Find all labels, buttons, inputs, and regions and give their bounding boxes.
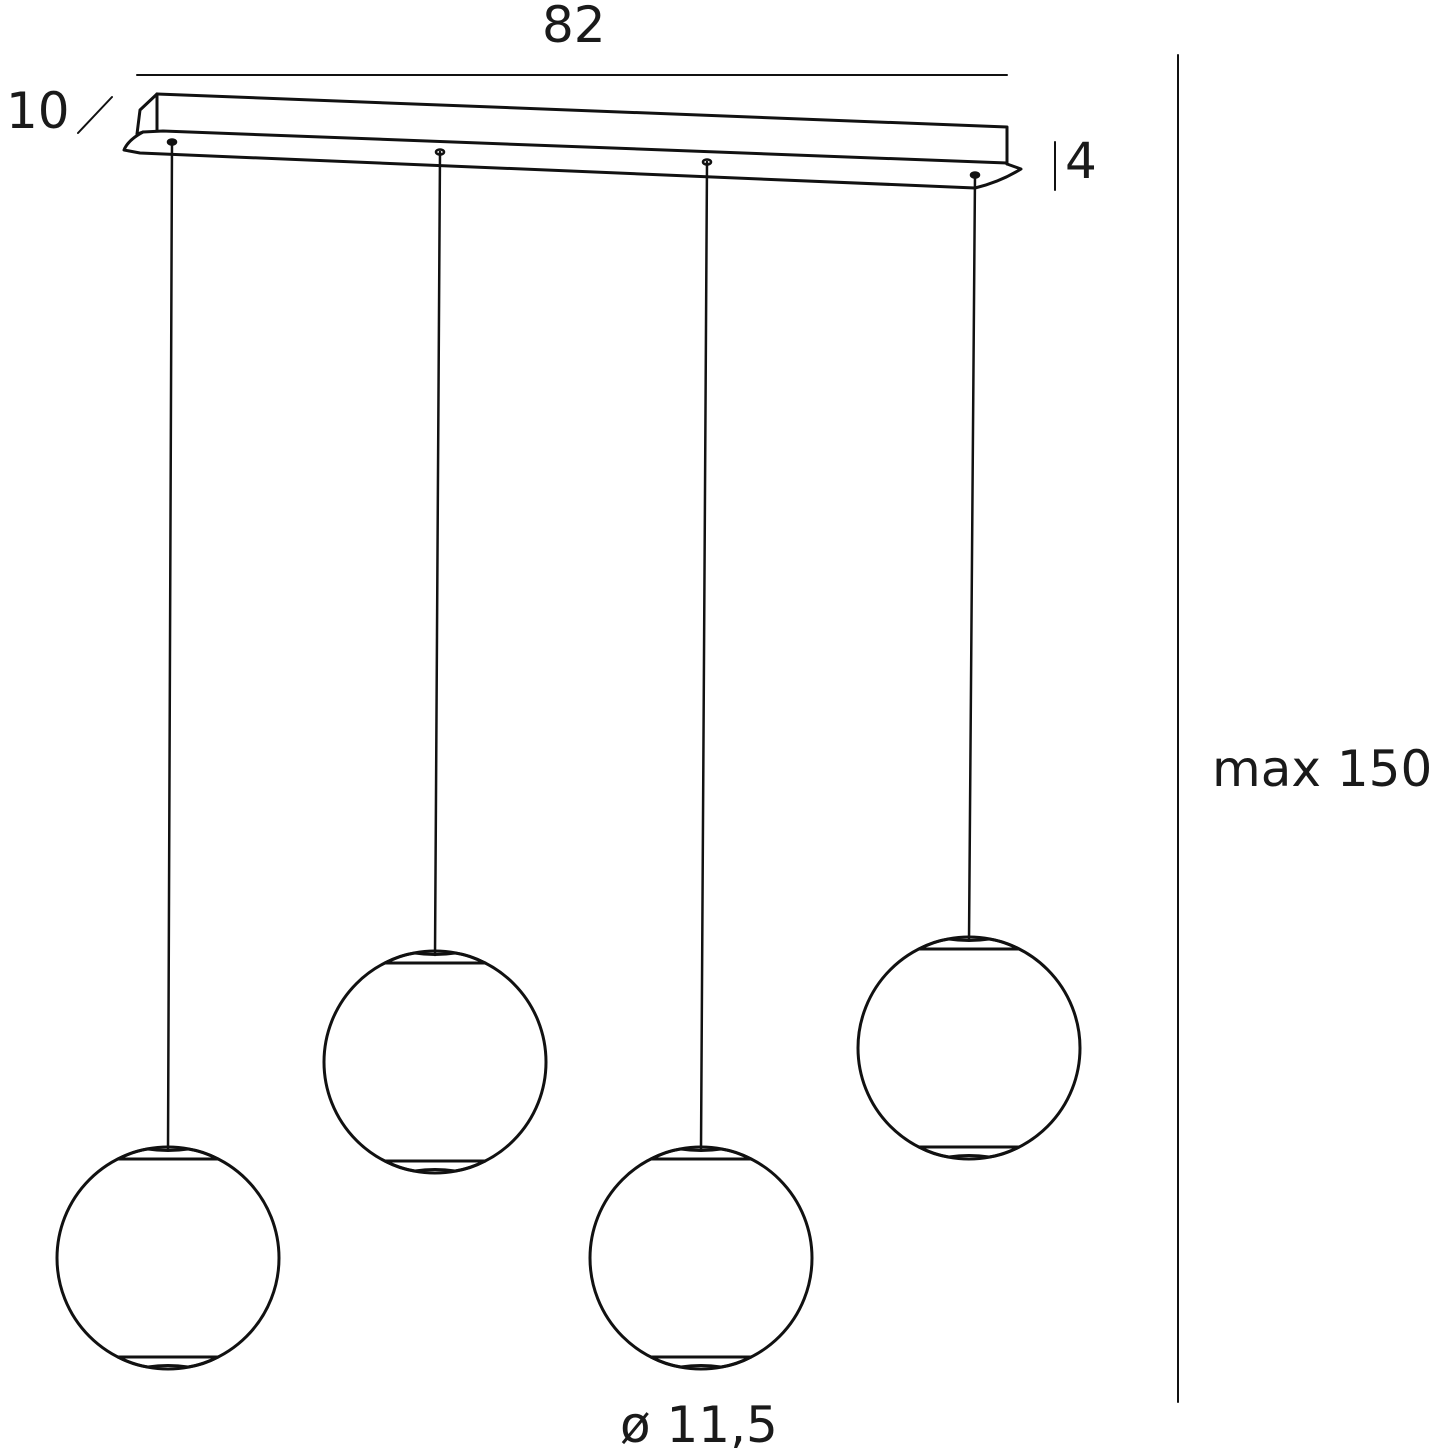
canopy-height-label: 4 (1065, 132, 1097, 190)
depth-label: 10 (6, 82, 70, 140)
globe-3 (588, 1145, 814, 1371)
globe-1 (55, 1145, 281, 1371)
diameter-label: ø 11,5 (620, 1396, 778, 1454)
globe-4 (856, 935, 1082, 1161)
width-label: 82 (542, 0, 606, 54)
globe-2 (322, 949, 548, 1175)
cables (166, 138, 981, 1152)
max-height-label: max 150 (1212, 740, 1433, 798)
canopy (122, 92, 1023, 190)
depth-dimension-line (77, 96, 113, 134)
